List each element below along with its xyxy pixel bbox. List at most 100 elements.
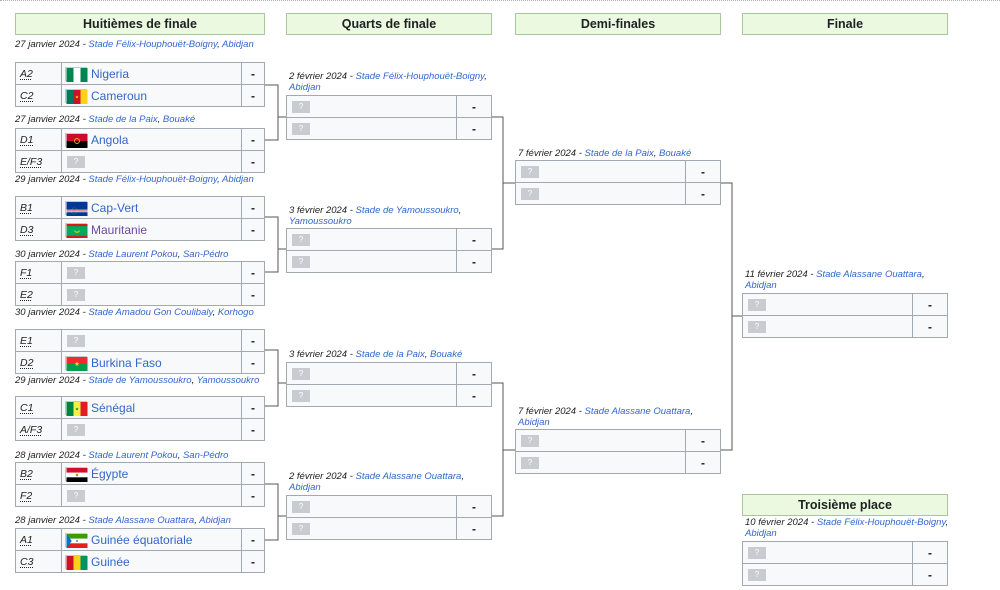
- score-cell: -: [472, 254, 476, 269]
- seed-cell: E/F3: [16, 151, 62, 172]
- city-link[interactable]: Bouaké: [430, 349, 463, 360]
- seed-label[interactable]: E2: [20, 288, 33, 301]
- r16-match-info: 28 janvier 2024 - Stade Laurent Pokou, S…: [15, 450, 229, 461]
- team-name-cell: Mauritanie: [62, 219, 242, 240]
- city-link[interactable]: Yamoussoukro: [289, 215, 352, 227]
- city-link[interactable]: Bouaké: [162, 114, 196, 125]
- team-name-cell: Angola: [62, 129, 242, 150]
- city-link[interactable]: Abidjan: [289, 481, 321, 493]
- seed-label[interactable]: B1: [20, 201, 33, 214]
- seed-cell: D1: [16, 129, 62, 150]
- seed-cell: A/F3: [16, 419, 62, 440]
- unknown-team-placeholder: ?: [292, 389, 310, 402]
- venue-link[interactable]: Stade Laurent Pokou: [88, 450, 178, 461]
- venue-link[interactable]: Stade de la Paix: [584, 148, 654, 159]
- team-link[interactable]: Cameroun: [91, 88, 148, 103]
- venue-link[interactable]: Stade Amadou Gon Coulibaly: [88, 307, 213, 318]
- unknown-team-placeholder: ?: [292, 233, 310, 246]
- team-link[interactable]: Égypte: [91, 466, 129, 481]
- venue-link[interactable]: Stade de Yamoussoukro: [88, 375, 192, 386]
- seed-cell: E1: [16, 330, 62, 351]
- third-match-info: 10 février 2024 - Stade Félix-Houphouët-…: [745, 517, 949, 539]
- seed-label[interactable]: C2: [20, 89, 34, 102]
- team-link[interactable]: Cap-Vert: [91, 200, 139, 215]
- seed-label[interactable]: D1: [20, 133, 34, 146]
- unknown-team-placeholder: ?: [292, 367, 310, 380]
- city-link[interactable]: Abidjan: [518, 416, 550, 428]
- team-name-cell: ?: [743, 564, 913, 585]
- team-name-cell: Égypte: [62, 463, 242, 484]
- burkina-faso-flag-icon: [65, 355, 88, 371]
- venue-link[interactable]: Stade Félix-Houphouët-Boigny: [88, 174, 218, 185]
- seed-label[interactable]: E/F3: [20, 155, 43, 168]
- team-row: ?-: [515, 182, 721, 205]
- city-link[interactable]: Abidjan: [222, 174, 254, 185]
- team-link[interactable]: Sénégal: [91, 400, 136, 415]
- team-link[interactable]: Nigeria: [91, 66, 130, 81]
- venue-link[interactable]: Stade Alassane Ouattara: [584, 406, 691, 417]
- guinee-flag-icon: [65, 554, 88, 570]
- seed-label[interactable]: D2: [20, 356, 34, 369]
- match-date: 7 février 2024: [518, 148, 577, 159]
- score-cell: -: [701, 455, 705, 470]
- team-row: E/F3?-: [15, 150, 265, 173]
- city-link[interactable]: Abidjan: [199, 515, 231, 526]
- venue-link[interactable]: Stade de Yamoussoukro: [355, 205, 459, 216]
- seed-label[interactable]: D3: [20, 223, 34, 236]
- team-link[interactable]: Mauritanie: [91, 222, 148, 237]
- r16-match-info: 29 janvier 2024 - Stade Félix-Houphouët-…: [15, 174, 254, 185]
- venue-link[interactable]: Stade Félix-Houphouët-Boigny: [816, 517, 946, 528]
- seed-label[interactable]: C1: [20, 401, 34, 414]
- city-link[interactable]: Abidjan: [289, 81, 321, 93]
- match-date: 27 janvier 2024: [15, 39, 80, 50]
- unknown-team-placeholder: ?: [67, 334, 85, 347]
- mauritanie-flag-icon: [65, 222, 88, 238]
- seed-label[interactable]: F2: [20, 489, 33, 502]
- team-link[interactable]: Guinée: [91, 554, 130, 569]
- seed-label[interactable]: C3: [20, 555, 34, 568]
- venue-link[interactable]: Stade Félix-Houphouët-Boigny: [355, 71, 485, 82]
- seed-label[interactable]: A/F3: [20, 423, 43, 436]
- team-name-cell: ?: [516, 161, 686, 182]
- team-name-cell: ?: [743, 316, 913, 337]
- team-link[interactable]: Guinée équatoriale: [91, 532, 193, 547]
- venue-link[interactable]: Stade Félix-Houphouët-Boigny: [88, 39, 218, 50]
- seed-label[interactable]: E1: [20, 334, 33, 347]
- seed-label[interactable]: A1: [20, 533, 33, 546]
- team-row: ?-: [742, 563, 948, 586]
- team-name-cell: ?: [62, 419, 242, 440]
- venue-link[interactable]: Stade Alassane Ouattara: [355, 471, 462, 482]
- city-link[interactable]: Bouaké: [659, 148, 692, 159]
- unknown-team-placeholder: ?: [521, 165, 539, 178]
- team-link[interactable]: Burkina Faso: [91, 355, 162, 370]
- team-row: E1?-: [15, 329, 265, 352]
- venue-link[interactable]: Stade de la Paix: [355, 349, 425, 360]
- match-date: 10 février 2024: [745, 517, 809, 528]
- city-link[interactable]: Abidjan: [745, 527, 777, 539]
- qf-match-info: 2 février 2024 - Stade Félix-Houphouët-B…: [289, 71, 487, 93]
- unknown-team-placeholder: ?: [67, 288, 85, 301]
- team-name-cell: ?: [287, 363, 457, 384]
- venue-link[interactable]: Stade Laurent Pokou: [88, 249, 178, 260]
- city-link[interactable]: Abidjan: [222, 39, 254, 50]
- city-link[interactable]: San-Pédro: [182, 450, 229, 461]
- team-name-cell: ?: [516, 452, 686, 473]
- city-link[interactable]: Korhogo: [217, 307, 254, 318]
- senegal-flag-icon: [65, 400, 88, 416]
- venue-link[interactable]: Stade Alassane Ouattara: [88, 515, 195, 526]
- venue-link[interactable]: Stade de la Paix: [88, 114, 158, 125]
- seed-label[interactable]: A2: [20, 67, 33, 80]
- score-cell: -: [472, 388, 476, 403]
- team-name-cell: Burkina Faso: [62, 352, 242, 373]
- venue-link[interactable]: Stade Alassane Ouattara: [816, 269, 922, 280]
- city-link[interactable]: Yamoussoukro: [196, 375, 260, 386]
- city-link[interactable]: Abidjan: [745, 279, 777, 291]
- score-cell: -: [251, 287, 255, 302]
- city-link[interactable]: San-Pédro: [182, 249, 229, 260]
- seed-label[interactable]: F1: [20, 266, 33, 279]
- seed-label[interactable]: B2: [20, 467, 33, 480]
- team-name-cell: ?: [62, 151, 242, 172]
- top-divider: [0, 0, 1000, 2]
- team-link[interactable]: Angola: [91, 132, 129, 147]
